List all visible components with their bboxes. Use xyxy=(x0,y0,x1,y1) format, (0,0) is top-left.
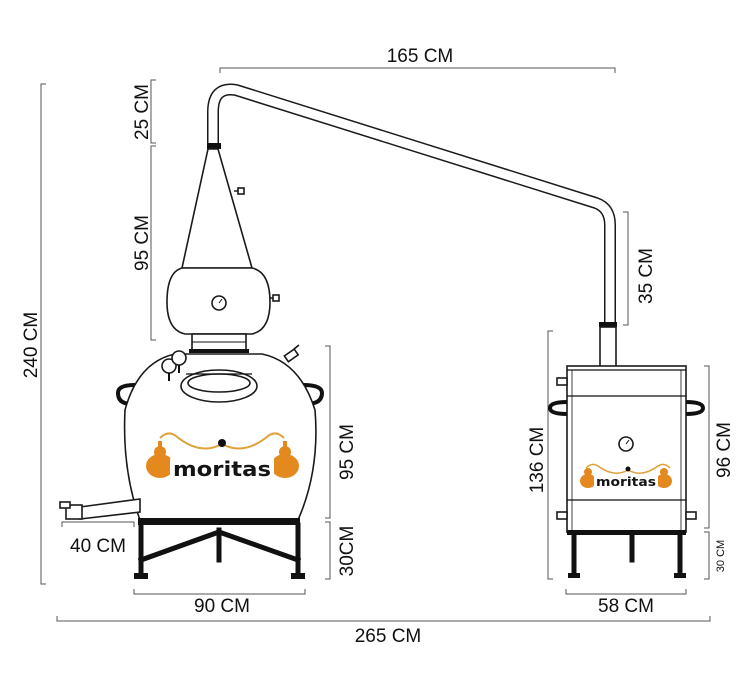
label-outlet-length: 40 CM xyxy=(70,536,126,557)
tank-left-handle xyxy=(547,400,568,416)
label-condenser-pipe: 35 CM xyxy=(636,248,657,304)
tank-legs xyxy=(567,530,686,578)
copper-still-icon-left xyxy=(146,441,174,478)
label-neck-height: 25 CM xyxy=(132,84,153,140)
label-boiler-height: 95 CM xyxy=(337,424,358,480)
label-total-height: 240 CM xyxy=(21,312,42,379)
label-boiler-legs: 30CM xyxy=(337,526,358,577)
boiler-brand-text: moritas xyxy=(173,457,271,481)
condenser-tank: moritas xyxy=(547,365,706,578)
label-top-width: 165 CM xyxy=(387,46,454,67)
still-helmet xyxy=(166,148,280,353)
boiler-pot: moritas xyxy=(59,344,325,579)
label-tank-width: 58 CM xyxy=(598,596,654,617)
label-total-width: 265 CM xyxy=(355,626,422,647)
label-boiler-width: 90 CM xyxy=(194,596,250,617)
tank-copper-still-icon-right xyxy=(656,468,672,488)
drain-tap-icon xyxy=(59,498,141,520)
safety-valve-icon xyxy=(283,344,300,363)
boiler-logo: moritas xyxy=(146,432,299,481)
label-column-height: 95 CM xyxy=(132,215,153,271)
boiler-left-handle xyxy=(115,383,136,406)
tank-thermometer-icon xyxy=(618,436,634,452)
label-tank-height: 136 CM xyxy=(527,427,548,494)
boiler-right-handle xyxy=(302,383,325,406)
tank-right-handle xyxy=(685,400,706,416)
tank-brand-text: moritas xyxy=(596,475,656,489)
lyne-arm-pipe xyxy=(207,83,617,368)
pressure-gauge-icon xyxy=(161,350,187,381)
neck-clamp xyxy=(207,143,221,149)
dimension-labels: 165 CM 25 CM 95 CM 240 CM 35 CM 95 CM 30… xyxy=(21,46,735,647)
label-tank-body: 96 CM xyxy=(714,422,735,478)
column-valve-icon xyxy=(234,187,245,195)
helmet-thermometer-icon xyxy=(211,295,227,311)
dimension-lines xyxy=(40,67,711,622)
label-tank-legs: 30 CM xyxy=(715,540,727,572)
tank-copper-still-icon-left xyxy=(580,468,596,488)
helmet-valve-icon xyxy=(270,294,280,302)
pipe-clamp xyxy=(599,322,617,327)
tank-logo: moritas xyxy=(580,463,672,489)
copper-still-icon-right xyxy=(271,441,299,478)
boiler-legs xyxy=(134,522,305,579)
